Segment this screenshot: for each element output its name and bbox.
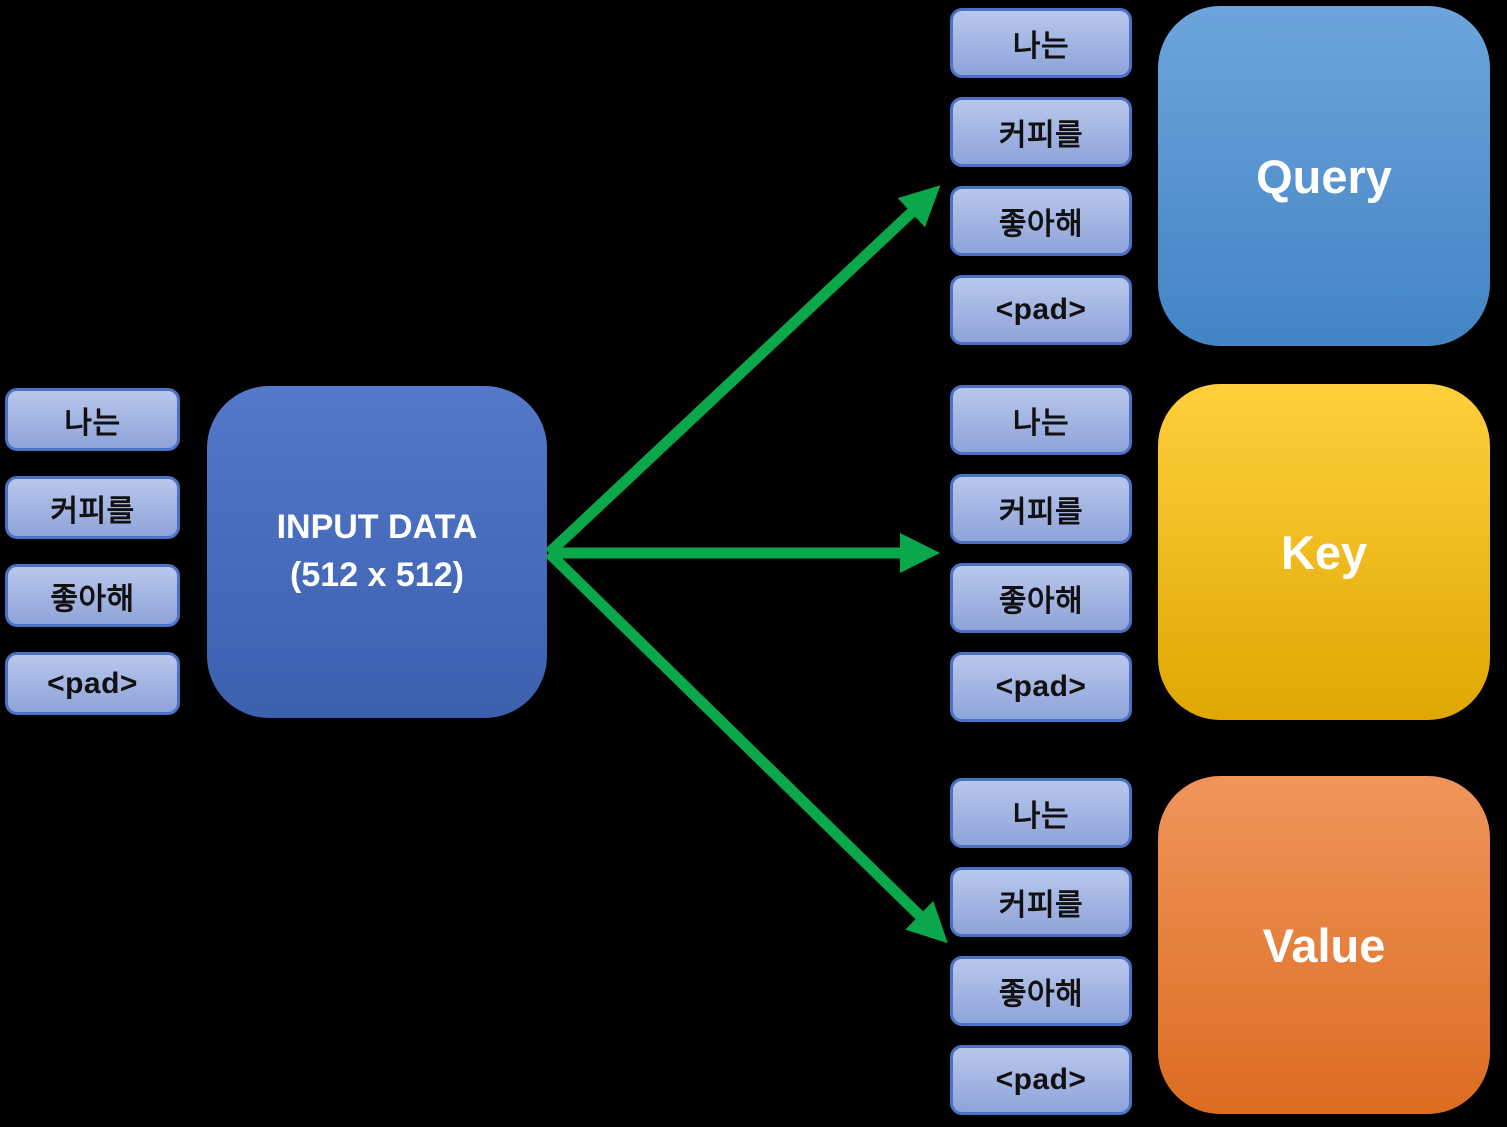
- token-box: 나는: [950, 778, 1132, 848]
- token-box: 나는: [5, 388, 180, 451]
- arrow-input-to-query-icon: [545, 185, 941, 558]
- input-data-line1: INPUT DATA: [276, 508, 478, 547]
- value-label: Value: [1262, 918, 1386, 972]
- value-token-column: 나는 커피를 좋아해 <pad>: [950, 778, 1132, 1115]
- token-box: <pad>: [950, 1045, 1132, 1115]
- arrow-input-to-value-icon: [545, 549, 948, 944]
- key-token-column: 나는 커피를 좋아해 <pad>: [950, 385, 1132, 722]
- query-box: Query: [1158, 6, 1490, 346]
- token-box: 좋아해: [5, 564, 180, 627]
- token-box: 커피를: [950, 474, 1132, 544]
- token-box: 좋아해: [950, 956, 1132, 1026]
- token-box: <pad>: [950, 652, 1132, 722]
- token-box: 커피를: [5, 476, 180, 539]
- query-label: Query: [1256, 149, 1392, 203]
- token-box: 나는: [950, 385, 1132, 455]
- key-label: Key: [1280, 525, 1368, 579]
- key-box: Key: [1158, 384, 1490, 720]
- query-token-column: 나는 커피를 좋아해 <pad>: [950, 8, 1132, 345]
- input-data-line2: (512 x 512): [290, 556, 464, 594]
- token-box: 커피를: [950, 97, 1132, 167]
- token-box: <pad>: [5, 652, 180, 715]
- input-data-box: INPUT DATA (512 x 512): [207, 386, 547, 718]
- value-box: Value: [1158, 776, 1490, 1114]
- token-box: <pad>: [950, 275, 1132, 345]
- token-box: 좋아해: [950, 186, 1132, 256]
- input-token-column: 나는 커피를 좋아해 <pad>: [5, 388, 180, 715]
- token-box: 나는: [950, 8, 1132, 78]
- token-box: 좋아해: [950, 563, 1132, 633]
- token-box: 커피를: [950, 867, 1132, 937]
